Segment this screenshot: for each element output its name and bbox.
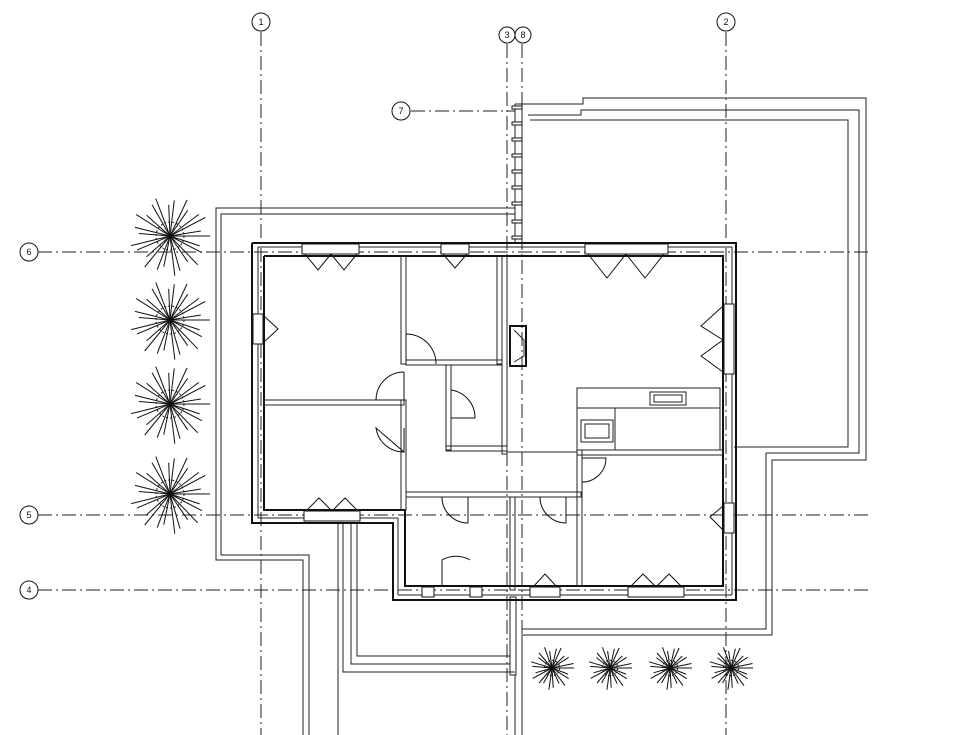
kitchen-counter [576,387,721,450]
building-walls [251,242,737,601]
grid-bubble-7[interactable]: 7 [391,101,411,121]
window-bed3-east [723,502,735,534]
grid-bubble-7-label: 7 [398,106,403,116]
window-bed1-west [252,313,264,345]
grid-bubble-4[interactable]: 4 [19,580,39,600]
exterior-wall-outer [251,242,737,601]
ramp-post [509,596,517,676]
ramp-line-d [356,522,510,657]
wall-bath-south [405,359,503,366]
tree-west-1 [131,198,210,276]
grid-bubbles: 1 2 3 8 7 6 5 4 [19,12,736,600]
site-outlines [215,97,867,735]
tree-south-4 [709,647,753,690]
grid-bubble-6[interactable]: 6 [19,242,39,262]
tree-west-2 [131,282,210,360]
window-bed1-north [301,243,360,255]
door-bed3[interactable] [581,457,607,483]
wall-hall-south [405,491,582,498]
wall-bed1-south [263,399,405,406]
grid-bubble-4-label: 4 [26,585,31,595]
wall-bed3-north [576,449,724,456]
grid-bubble-8-label: 8 [520,30,525,40]
trees [131,198,753,690]
wall-living-west [501,255,508,455]
wall-closet-west [445,364,452,451]
grid-bubble-5-label: 5 [26,510,31,520]
tree-south-2 [588,647,632,690]
window-entry-south-2 [469,586,483,598]
door-entry-hall[interactable] [441,496,469,524]
ramp-line-c [350,522,510,665]
window-bed2-south [303,510,361,522]
door-wc[interactable] [539,496,567,524]
terrace-outer [515,97,867,636]
kitchen-stove [580,419,614,443]
window-bath-north [440,243,470,255]
window-living-east [723,303,735,375]
wall-wc-west [509,496,516,591]
wall-bath-east [496,255,503,365]
grid-lines [38,32,870,735]
grid-bubble-5[interactable]: 5 [19,505,39,525]
windows [252,243,735,598]
grid-bubble-3[interactable]: 3 [498,26,516,44]
door-bed2[interactable] [375,426,405,454]
window-entry-south [421,586,435,598]
grid-bubble-1[interactable]: 1 [251,12,271,32]
left-path-outer [215,207,515,735]
door-bath[interactable] [405,333,437,365]
kitchen [509,325,721,450]
wall-bed3-west [576,449,583,587]
door-bed1[interactable] [375,371,405,401]
grid-bubble-2-label: 2 [723,17,728,27]
grid-bubble-6-label: 6 [26,247,31,257]
grid-bubble-2[interactable]: 2 [716,12,736,32]
grid-bubble-8[interactable]: 8 [514,26,532,44]
tree-south-3 [648,647,692,690]
terrace-inner-2 [530,119,849,448]
grid-bubble-1-label: 1 [258,17,263,27]
fence-posts [511,105,523,240]
window-wc-south [529,586,561,598]
grid-bubble-3-label: 3 [504,30,509,40]
tree-west-3 [131,366,210,444]
kitchen-sink [649,391,687,406]
left-path-inner [220,213,515,735]
wall-closet-south [445,445,508,452]
tree-west-4 [131,456,210,534]
fireplace [509,325,527,367]
tree-south-1 [530,647,574,690]
exterior-wall-inner [263,255,724,587]
wall-bed1-east [400,255,407,365]
wall-bed2-east [400,399,407,511]
doors [263,253,724,588]
window-living-north [584,243,669,255]
door-front[interactable] [441,555,471,586]
window-bed3-south [627,586,685,598]
door-closet[interactable] [450,389,476,419]
terrace-inner [522,109,860,630]
ramp-line-b [342,522,515,673]
